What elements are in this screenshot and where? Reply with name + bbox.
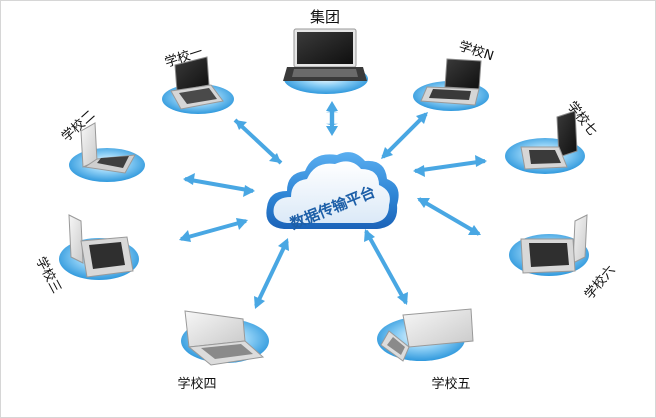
node-school4: 学校四 bbox=[177, 310, 269, 392]
node-school7: 学校七 bbox=[505, 98, 600, 174]
arrow-school3 bbox=[179, 218, 248, 242]
laptop-icon bbox=[283, 28, 367, 81]
node-label: 学校五 bbox=[431, 376, 470, 392]
laptop-icon bbox=[520, 110, 578, 170]
node-label: 集团 bbox=[310, 8, 340, 26]
arrow-school4 bbox=[254, 238, 289, 309]
data-platform-cloud: 数据传输平台 bbox=[266, 152, 399, 233]
laptop-icon bbox=[80, 122, 136, 174]
node-schoolN: 学校N bbox=[413, 38, 496, 111]
laptop-icon bbox=[68, 214, 134, 278]
node-school2: 学校二 bbox=[58, 107, 145, 182]
node-school5: 学校五 bbox=[377, 308, 474, 392]
arrow-school2 bbox=[183, 173, 255, 197]
arrows bbox=[179, 110, 487, 309]
node-group: 集团 bbox=[283, 8, 368, 94]
arrow-schoolN bbox=[381, 112, 428, 159]
arrow-school6 bbox=[417, 197, 481, 236]
arrow-group-direct bbox=[326, 101, 338, 136]
laptop-icon bbox=[420, 58, 482, 106]
laptop-icon bbox=[380, 308, 474, 362]
arrow-school7 bbox=[413, 155, 487, 177]
laptop-icon bbox=[184, 310, 265, 366]
node-label: 学校四 bbox=[177, 376, 216, 392]
arrow-school1 bbox=[233, 118, 283, 165]
node-label: 学校六 bbox=[581, 262, 618, 302]
arrow-school5 bbox=[364, 229, 408, 305]
node-school6: 学校六 bbox=[509, 214, 619, 303]
node-school1: 学校一 bbox=[162, 44, 234, 114]
laptop-icon bbox=[170, 56, 224, 110]
node-school3: 学校三 bbox=[32, 214, 139, 296]
laptop-icon bbox=[520, 214, 588, 274]
